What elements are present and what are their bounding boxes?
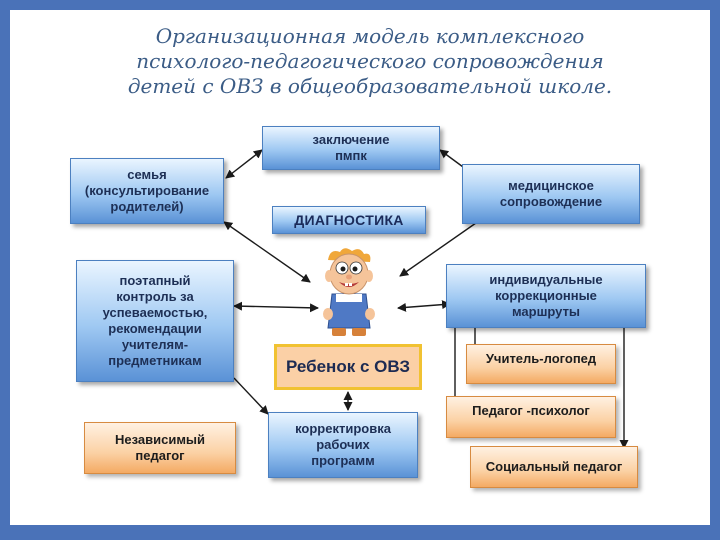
family-box: семья (консультирование родителей) (70, 158, 224, 224)
family-line-3: родителей) (110, 199, 184, 214)
progress-control-box: поэтапный контроль за успеваемостью, рек… (76, 260, 234, 382)
correction-line-1: корректировка (295, 421, 391, 436)
child-with-disabilities-box: Ребенок с ОВЗ (274, 344, 422, 390)
program-correction-box: корректировка рабочих программ (268, 412, 418, 478)
psych-label: Педагог -психолог (472, 403, 590, 418)
correction-routes-box: индивидуальные коррекционные маршруты (446, 264, 646, 328)
correction-line-2: рабочих (316, 437, 370, 452)
title-line-3: детей с ОВЗ в общеобразовательной школе. (127, 74, 613, 98)
slide: Организационная модель комплексного псих… (10, 10, 710, 525)
medical-line-1: медицинское (508, 178, 594, 193)
speech-label: Учитель-логопед (485, 351, 597, 366)
family-line-2: (консультирование (84, 183, 210, 198)
control-line-5: учителям- (121, 337, 189, 352)
independent-line-2: педагог (135, 448, 185, 463)
connector-layer (223, 149, 629, 449)
child-label: Ребенок с ОВЗ (285, 357, 411, 376)
pmpk-conclusion-box: заключение пмпк (262, 126, 440, 170)
family-line-1: семья (127, 167, 167, 182)
control-line-2: контроль за (116, 289, 194, 304)
slide-title: Организационная модель комплексного псих… (40, 24, 700, 99)
arrow-pmpk-family (225, 149, 263, 179)
control-line-1: поэтапный (119, 273, 191, 288)
diagnostics-box: ДИАГНОСТИКА (272, 206, 426, 234)
routes-line-2: коррекционные (495, 288, 597, 303)
independent-pedagogue-box: Независимый педагог (84, 422, 236, 474)
psychologist-box: Педагог -психолог (446, 396, 616, 438)
control-line-4: рекомендации (108, 321, 202, 336)
independent-line-1: Независимый (114, 432, 206, 447)
title-line-2: психолого-педагогического сопровождения (136, 49, 604, 73)
pmpk-line-2: пмпк (335, 148, 367, 163)
arrow-family-child (223, 221, 311, 283)
title-line-1: Организационная модель комплексного (155, 24, 585, 48)
arrow-control-correction (233, 377, 269, 415)
social-label: Социальный педагог (485, 459, 623, 474)
arrow-medical-child (399, 215, 487, 277)
control-line-3: успеваемостью, (102, 305, 208, 320)
social-pedagogue-box: Социальный педагог (470, 446, 638, 488)
diagnostics-label: ДИАГНОСТИКА (294, 212, 404, 228)
routes-line-3: маршруты (511, 304, 581, 319)
medical-support-box: медицинское сопровождение (462, 164, 640, 224)
arrow-control-child (233, 301, 319, 313)
arrow-routes-child (397, 300, 451, 312)
control-line-6: предметникам (108, 353, 202, 368)
speech-therapist-box: Учитель-логопед (466, 344, 616, 384)
correction-line-3: программ (311, 453, 375, 468)
boy-figure-icon (323, 248, 375, 336)
pmpk-line-1: заключение (312, 132, 390, 147)
medical-line-2: сопровождение (499, 194, 603, 209)
routes-line-1: индивидуальные (489, 272, 603, 287)
